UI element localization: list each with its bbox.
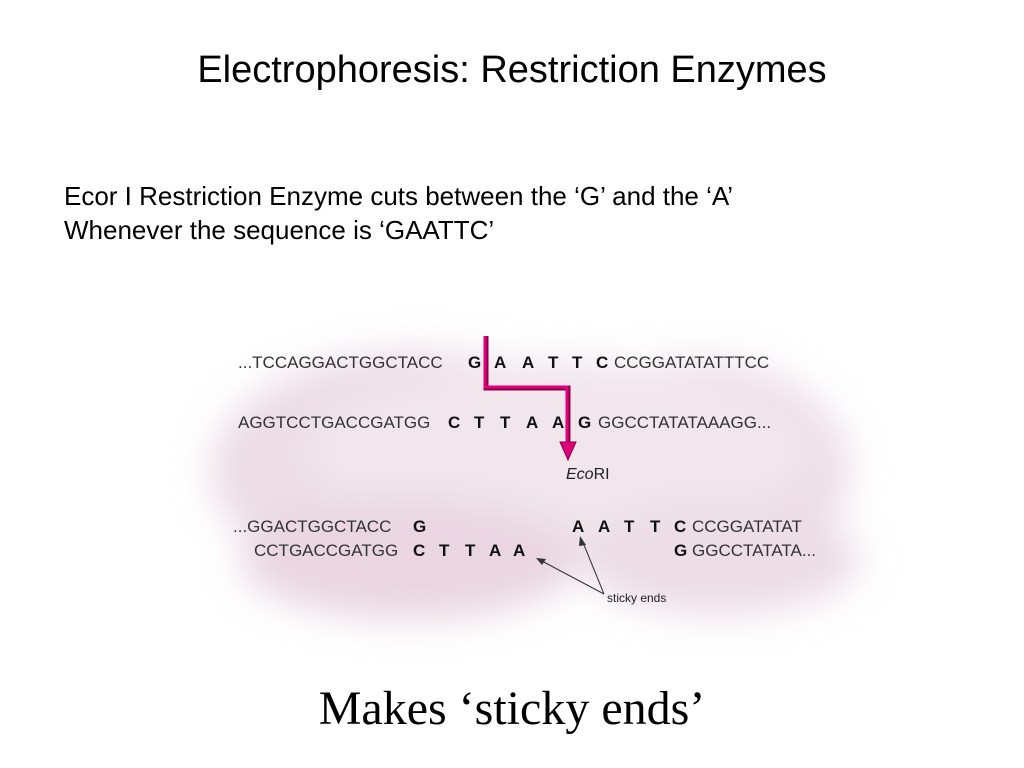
frag-left-bottom: CCTGACCGATGG bbox=[254, 541, 398, 560]
bottom-site-2: T bbox=[474, 413, 485, 432]
frag-right-top-site-4: T bbox=[650, 517, 661, 536]
frag-left-bottom-site-3: T bbox=[465, 541, 476, 560]
body-line-2: Whenever the sequence is ‘GAATTC’ bbox=[64, 214, 495, 245]
frag-right-top-site-2: A bbox=[598, 517, 610, 536]
bottom-strand-left: AGGTCCTGACCGATGG bbox=[238, 413, 430, 432]
enzyme-label: EcoRI bbox=[566, 466, 610, 483]
frag-right-bottom-site: G bbox=[674, 541, 687, 560]
bottom-site-6: G bbox=[578, 413, 591, 432]
enzyme-label-prefix: Eco bbox=[566, 466, 594, 483]
top-strand-right: CCGGATATATTTCC bbox=[614, 353, 769, 372]
enzyme-label-suffix: RI bbox=[594, 466, 610, 483]
caption: Makes ‘sticky ends’ bbox=[318, 682, 706, 735]
top-site-1: G bbox=[468, 353, 481, 372]
top-site-6: C bbox=[596, 353, 608, 372]
frag-right-top-site-1: A bbox=[572, 517, 584, 536]
top-site-3: A bbox=[522, 353, 534, 372]
top-site-2: A bbox=[494, 353, 506, 372]
bottom-strand-right: GGCCTATATAAAGG... bbox=[598, 413, 771, 432]
sticky-end-pointers bbox=[536, 536, 605, 595]
sticky-ends-label: sticky ends bbox=[607, 591, 666, 605]
bottom-site-4: A bbox=[526, 413, 538, 432]
frag-left-bottom-site-4: A bbox=[489, 541, 501, 560]
body-text: Ecor I Restriction Enzyme cuts between t… bbox=[64, 180, 1004, 248]
frag-right-top-site-5: C bbox=[674, 517, 686, 536]
frag-left-top: ...GGACTGGCTACC bbox=[233, 517, 391, 536]
bottom-site-5: A bbox=[552, 413, 564, 432]
frag-left-bottom-site-5: A bbox=[513, 541, 525, 560]
frag-left-top-site: G bbox=[413, 517, 426, 536]
frag-right-bottom: GGCCTATATA... bbox=[692, 541, 816, 560]
background-glow bbox=[210, 350, 860, 620]
frag-right-top: CCGGATATAT bbox=[692, 517, 802, 536]
body-line-1: Ecor I Restriction Enzyme cuts between t… bbox=[64, 181, 734, 211]
top-site-4: T bbox=[548, 353, 559, 372]
cut-arrow-head bbox=[559, 441, 577, 462]
bottom-site-3: T bbox=[500, 413, 511, 432]
frag-left-bottom-site-1: C bbox=[413, 541, 425, 560]
frag-right-top-site-3: T bbox=[624, 517, 635, 536]
cut-line bbox=[483, 336, 577, 462]
frag-left-bottom-site-2: T bbox=[439, 541, 450, 560]
top-strand-left: ...TCCAGGACTGGCTACC bbox=[238, 353, 443, 372]
bottom-site-1: C bbox=[448, 413, 460, 432]
top-site-5: T bbox=[572, 353, 583, 372]
slide-title: Electrophoresis: Restriction Enzymes bbox=[197, 49, 827, 91]
